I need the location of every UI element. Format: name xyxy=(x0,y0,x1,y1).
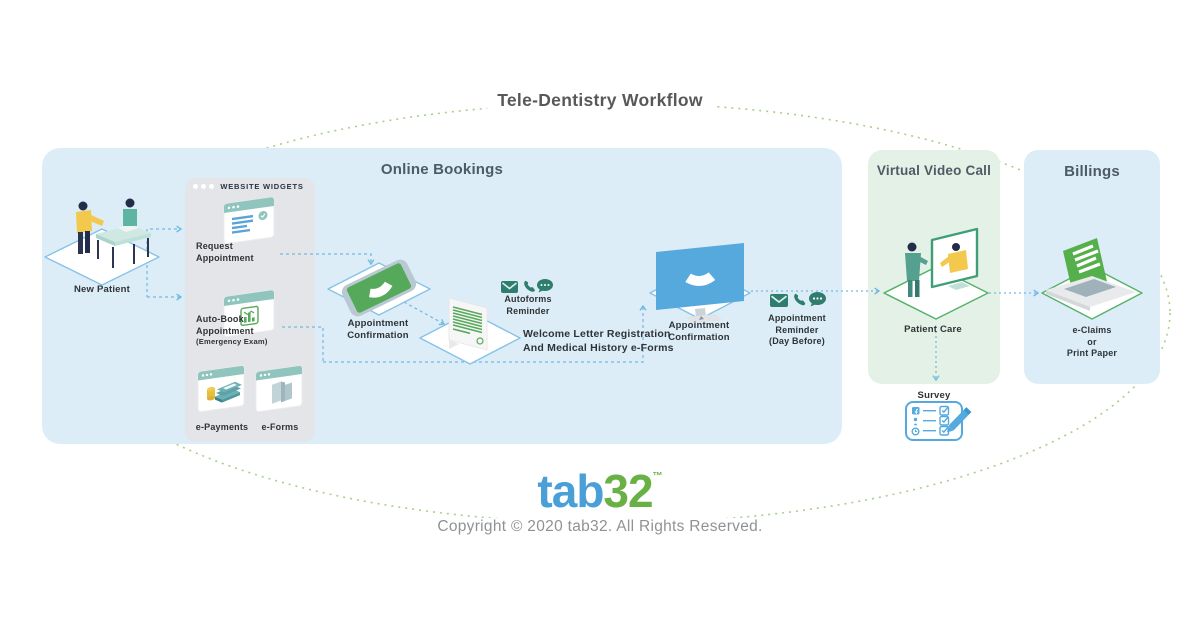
emergency-exam-sublabel: (Emergency Exam) xyxy=(196,337,268,346)
tab32-logo: tab32™ xyxy=(537,464,662,518)
virtual-video-call-title: Virtual Video Call xyxy=(876,163,992,178)
window-dot-icon xyxy=(201,184,206,189)
diagram-title: Tele-Dentistry Workflow xyxy=(487,90,713,111)
virtual-video-call-panel: Virtual Video Call xyxy=(868,150,1000,384)
e-payments-label: e-Payments xyxy=(195,422,249,432)
website-widgets-label: WEBSITE WIDGETS xyxy=(220,182,304,191)
window-dot-icon xyxy=(209,184,214,189)
website-widgets-header-bar: WEBSITE WIDGETS xyxy=(185,178,315,195)
logo-trademark: ™ xyxy=(652,471,663,482)
new-patient-label: New Patient xyxy=(73,284,131,295)
eclaims-label: e-Claims or Print Paper xyxy=(1066,325,1118,358)
billings-title: Billings xyxy=(1064,163,1120,180)
e-forms-label: e-Forms xyxy=(261,422,299,432)
patient-care-label: Patient Care xyxy=(904,324,962,335)
online-bookings-panel: Online Bookings xyxy=(42,148,842,444)
welcome-letter-label: Welcome Letter Registration And Medical … xyxy=(523,328,674,354)
auto-book-appointment-label: Auto-Book Appointment xyxy=(196,314,254,336)
survey-label: Survey xyxy=(917,390,951,401)
request-appointment-label: Request Appointment xyxy=(196,241,254,263)
appointment-confirmation-phone-label: Appointment Confirmation xyxy=(347,318,409,341)
window-dot-icon xyxy=(193,184,198,189)
appointment-confirmation-monitor-label: Appointment Confirmation xyxy=(668,320,730,343)
logo-tab: tab xyxy=(537,465,604,517)
online-bookings-title: Online Bookings xyxy=(380,161,504,178)
logo-32: 32 xyxy=(603,465,653,517)
autoforms-reminder-label: Autoforms Reminder xyxy=(504,294,552,316)
appointment-reminder-label: Appointment Reminder (Day Before) xyxy=(768,313,826,346)
copyright-text: Copyright © 2020 tab32. All Rights Reser… xyxy=(429,518,771,536)
website-widgets-panel: WEBSITE WIDGETS xyxy=(185,178,315,442)
